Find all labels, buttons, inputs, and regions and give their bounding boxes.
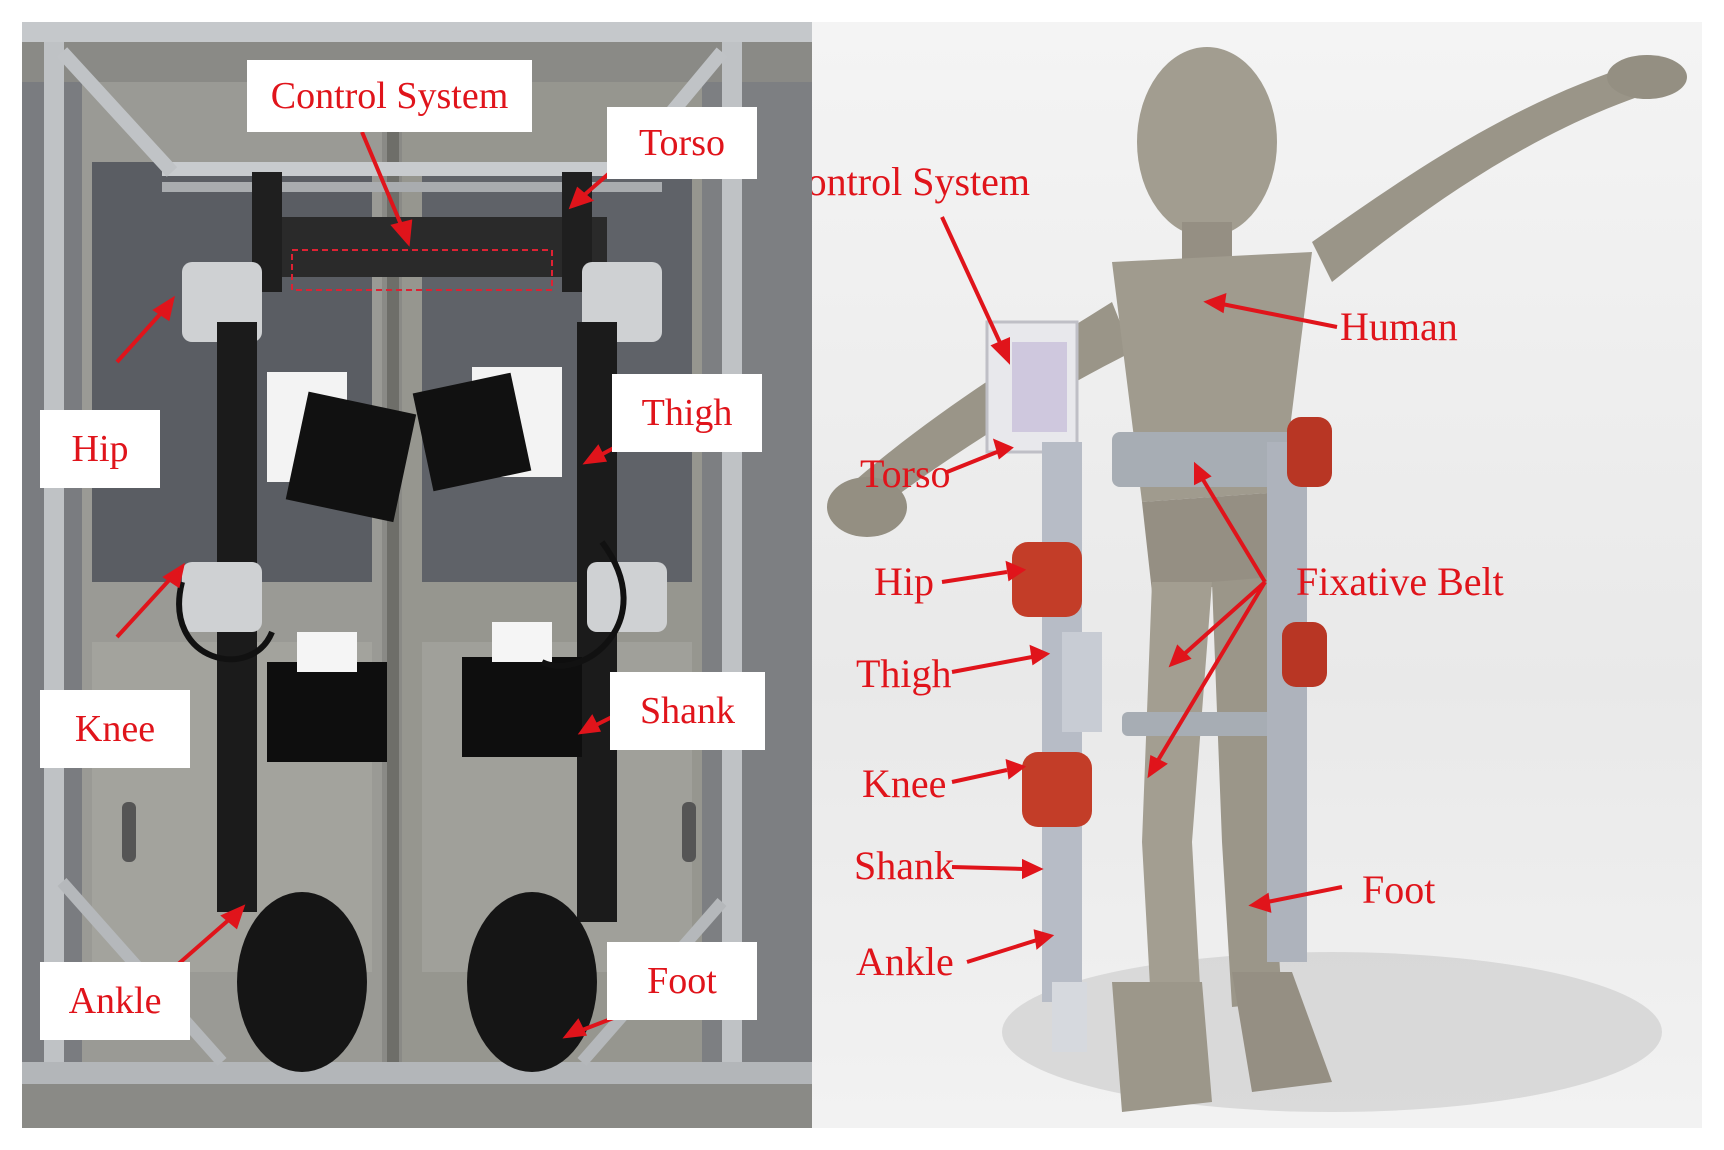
right-label-knee: Knee	[862, 761, 947, 806]
right-label-fixative-belt: Fixative Belt	[1296, 559, 1504, 604]
right-label-thigh: Thigh	[856, 651, 952, 696]
exoskeleton-photo	[22, 22, 812, 1128]
right-label-human: Human	[1340, 304, 1458, 349]
left-label-torso: Torso	[607, 107, 757, 179]
right-label-control-system: Control System	[812, 159, 1031, 204]
left-label-thigh: Thigh	[612, 374, 762, 452]
left-label-foot: Foot	[607, 942, 757, 1020]
right-label-foot: Foot	[1362, 867, 1436, 912]
left-label-knee: Knee	[40, 690, 190, 768]
right-label-ankle: Ankle	[856, 939, 954, 984]
right-label-hip: Hip	[874, 559, 934, 604]
left-label-ankle: Ankle	[40, 962, 190, 1040]
left-label-control-system: Control System	[247, 60, 532, 132]
right-label-torso: Torso	[860, 451, 951, 496]
exoskeleton-cad-rendering	[827, 47, 1687, 1112]
left-label-hip: Hip	[40, 410, 160, 488]
right-label-shank: Shank	[854, 843, 954, 888]
exoskeleton-photo-panel: Control System Torso Hip Thigh Knee Shan…	[22, 22, 812, 1128]
left-label-shank: Shank	[610, 672, 765, 750]
exoskeleton-cad-panel: Control System Human Torso Hip Fixative …	[812, 22, 1702, 1128]
